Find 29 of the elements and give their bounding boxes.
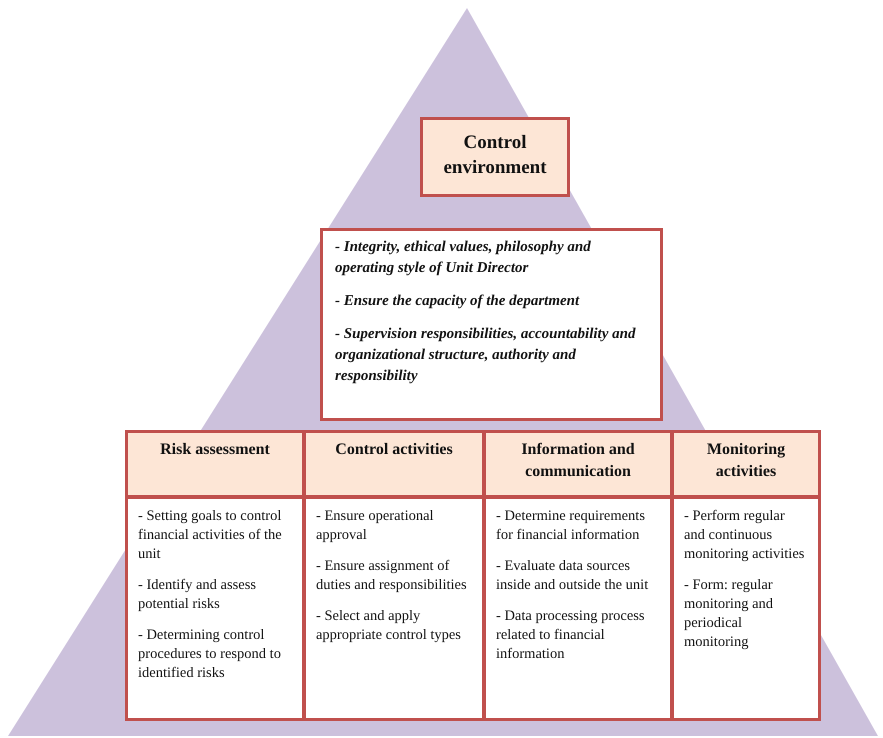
bullet-text: - Setting goals to control financial activities of the unit [138,507,283,564]
bullet-text: - Data processing process related to financial information [496,607,646,664]
bullet-text: - Perform regular and continuous monitoring activities [684,507,806,564]
text-box [671,496,821,721]
bullet-text: - Select and apply appropriate control types [316,607,462,645]
box-heading: Control environment [442,131,548,180]
bullet-text: - Ensure operational approval [316,507,435,545]
bullet-text: - Ensure assignment of duties and responsibilities [316,557,468,595]
bullet-text: - Evaluate data sources inside and outside the unit [496,557,650,595]
bullet-text: - Determining control procedures to respond to identified risks [138,626,282,683]
heading-box [483,430,673,498]
bullet-text: - Form: regular monitoring and periodical monitoring [684,576,774,652]
bullet-text: - Supervision responsibilities, accountability and organizational structure, authority and responsibility [335,325,637,386]
box-heading: Monitoring activities [706,440,786,482]
text-box [483,496,673,721]
bullet-text: - Integrity, ethical values, philosophy and operating style of Unit Director [335,238,592,278]
text-box [125,496,305,721]
text-box [320,228,663,421]
heading-box [671,430,821,498]
heading-box [125,430,305,498]
heading-box [303,430,485,498]
bullet-text: - Determine requirements for financial information [496,507,646,545]
bullet-text: - Identify and assess potential risks [138,576,257,614]
heading-box [420,117,570,197]
box-heading: Risk assessment [159,440,271,460]
text-box [303,496,485,721]
box-heading: Control activities [334,440,454,460]
bullet-text: - Ensure the capacity of the department [335,292,580,311]
box-heading: Information and communication [520,440,636,482]
